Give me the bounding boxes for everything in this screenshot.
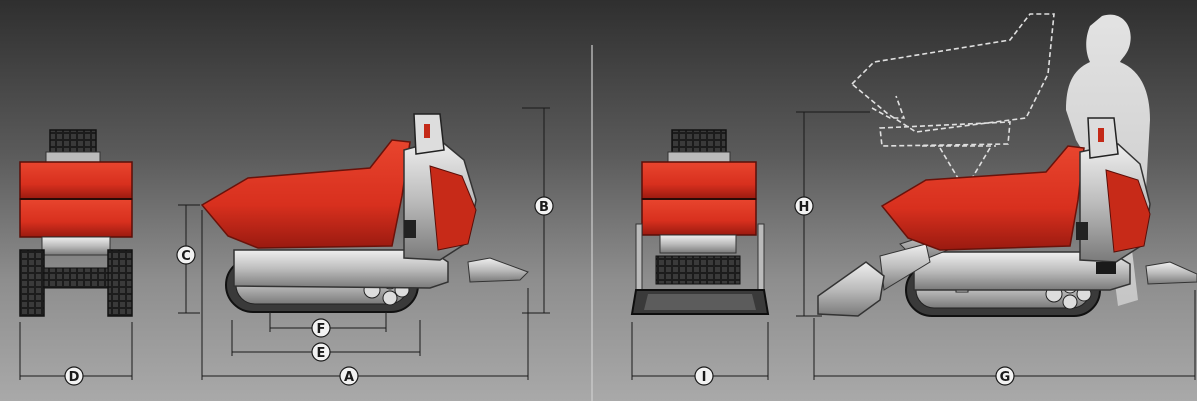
svg-text:A: A <box>344 370 354 385</box>
svg-text:F: F <box>317 322 326 337</box>
label-e: E <box>311 342 331 362</box>
side-view-left <box>200 113 529 313</box>
svg-text:D: D <box>69 370 80 385</box>
label-f: F <box>311 318 331 338</box>
front-view-right <box>630 129 770 315</box>
front-view-left <box>19 129 133 317</box>
svg-text:I: I <box>702 370 707 385</box>
label-g: G <box>995 366 1015 386</box>
label-c: C <box>176 245 196 265</box>
label-h: H <box>794 196 814 216</box>
label-d: D <box>64 366 84 386</box>
svg-text:B: B <box>539 200 549 215</box>
label-a: A <box>339 366 359 386</box>
label-i: I <box>694 366 714 386</box>
svg-text:E: E <box>317 346 326 361</box>
svg-text:G: G <box>1000 370 1011 385</box>
label-b: B <box>534 196 554 216</box>
svg-text:H: H <box>799 200 810 215</box>
side-view-right <box>817 13 1197 317</box>
svg-text:C: C <box>181 249 191 264</box>
